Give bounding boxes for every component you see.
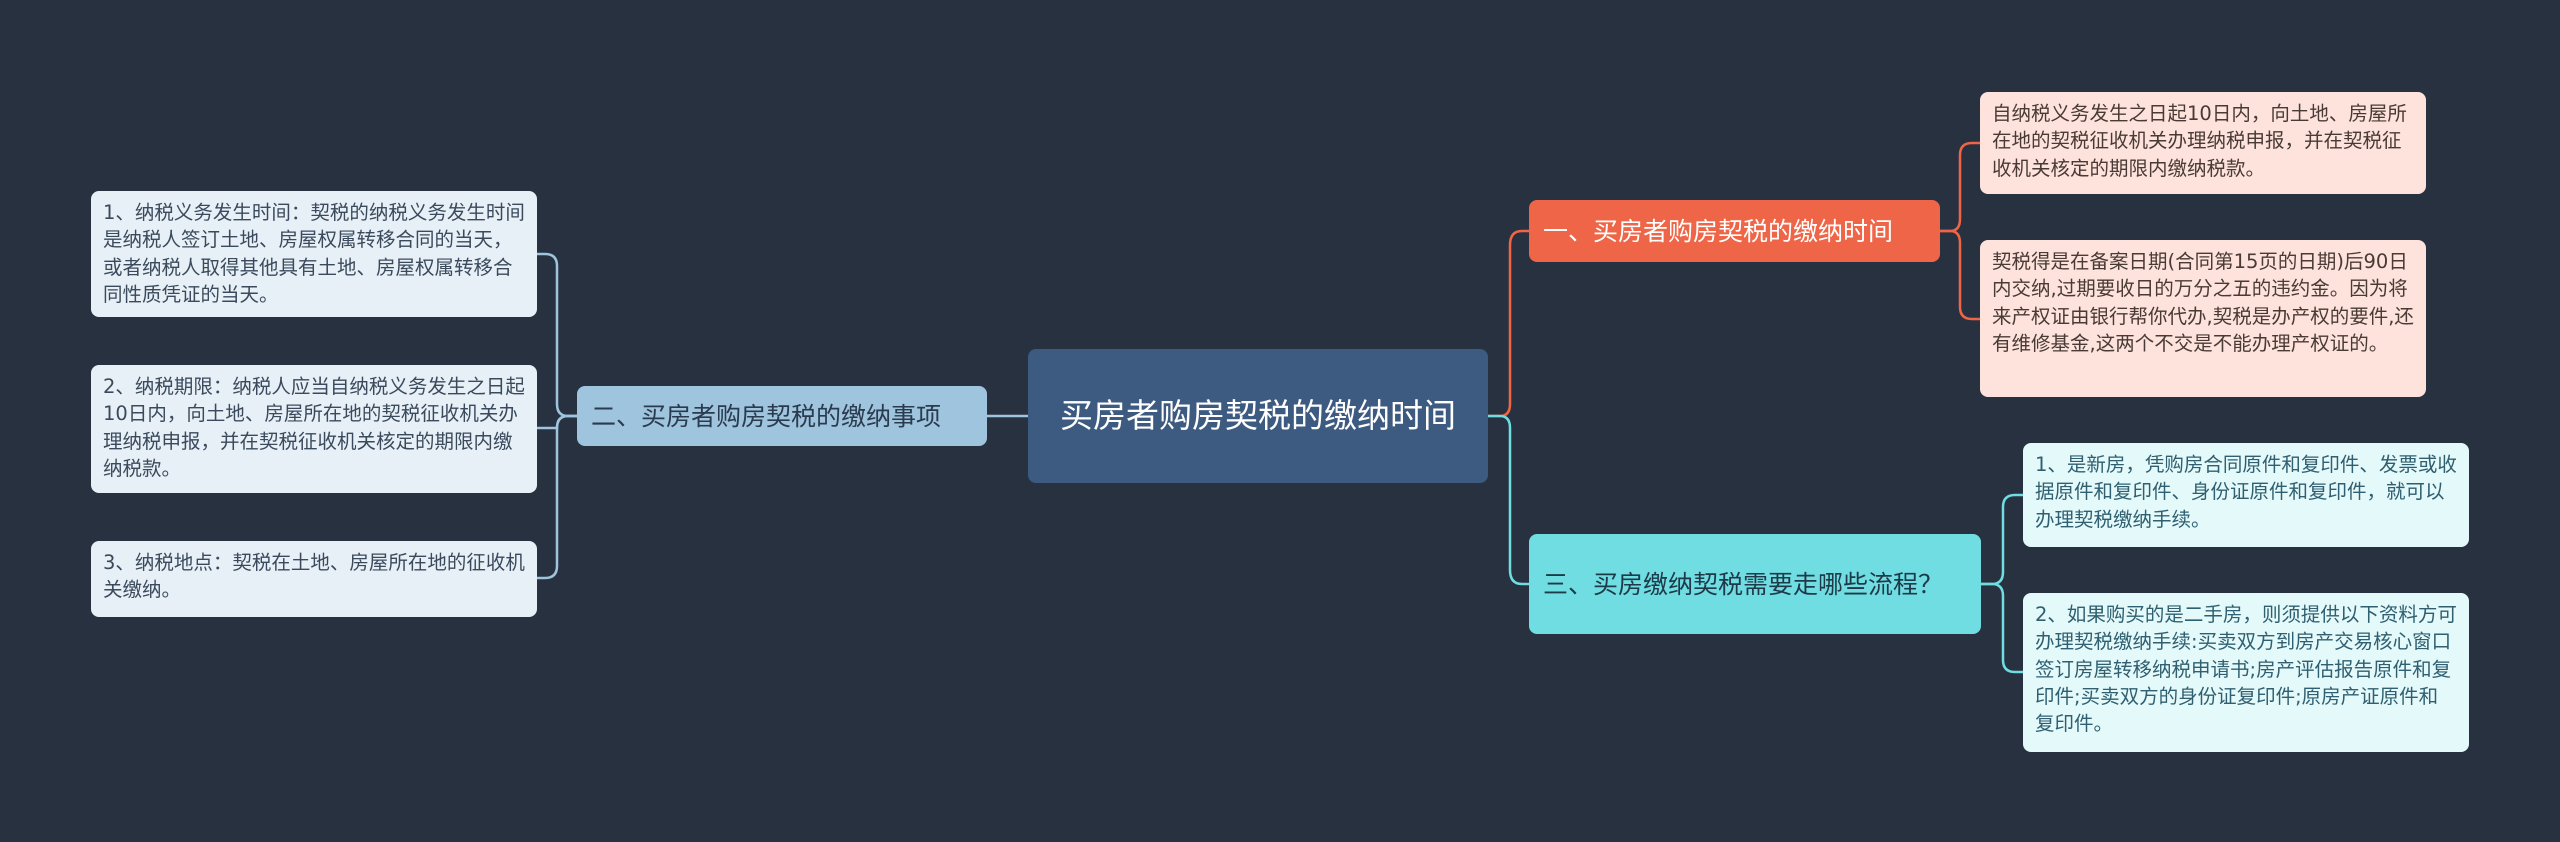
cyan-leaf-2[interactable]: 2、如果购买的是二手房，则须提供以下资料方可办理契税缴纳手续:买卖双方到房产交易… — [2023, 593, 2469, 752]
orange-leaf-2-text: 契税得是在备案日期(合同第15页的日期)后90日内交纳,过期要收日的万分之五的违… — [1992, 250, 2414, 355]
left-leaf-3-text: 3、纳税地点：契税在土地、房屋所在地的征收机关缴纳。 — [103, 551, 525, 602]
left-leaf-2-text: 2、纳税期限：纳税人应当自纳税义务发生之日起10日内，向土地、房屋所在地的契税征… — [103, 375, 525, 480]
cyan-leaf-1[interactable]: 1、是新房，凭购房合同原件和复印件、发票或收据原件和复印件、身份证原件和复印件，… — [2023, 443, 2469, 547]
left-leaf-3[interactable]: 3、纳税地点：契税在土地、房屋所在地的征收机关缴纳。 — [91, 541, 537, 617]
branch-right-bottom-label: 三、买房缴纳契税需要走哪些流程？ — [1543, 569, 1944, 599]
cyan-leaf-1-text: 1、是新房，凭购房合同原件和复印件、发票或收据原件和复印件、身份证原件和复印件，… — [2035, 453, 2457, 531]
link-root-right-bottom — [1488, 414, 1529, 586]
link-cyan-leaf-2 — [1981, 582, 2023, 674]
branch-right-top-label: 一、买房者购房契税的缴纳时间 — [1543, 216, 1894, 246]
orange-leaf-2[interactable]: 契税得是在备案日期(合同第15页的日期)后90日内交纳,过期要收日的万分之五的违… — [1980, 240, 2426, 397]
root-node[interactable]: 买房者购房契税的缴纳时间 — [1028, 349, 1488, 483]
branch-right-bottom[interactable]: 三、买房缴纳契税需要走哪些流程？ — [1529, 534, 1981, 634]
link-orange-leaf-2 — [1940, 229, 1980, 321]
link-cyan-leaf-1 — [1981, 493, 2023, 586]
left-leaf-2[interactable]: 2、纳税期限：纳税人应当自纳税义务发生之日起10日内，向土地、房屋所在地的契税征… — [91, 365, 537, 493]
left-leaf-1[interactable]: 1、纳税义务发生时间：契税的纳税义务发生时间是纳税人签订土地、房屋权属转移合同的… — [91, 191, 537, 317]
orange-leaf-1-text: 自纳税义务发生之日起10日内，向土地、房屋所在地的契税征收机关办理纳税申报，并在… — [1992, 102, 2407, 180]
link-left-leaf-1 — [537, 252, 577, 418]
cyan-leaf-2-text: 2、如果购买的是二手房，则须提供以下资料方可办理契税缴纳手续:买卖双方到房产交易… — [2035, 603, 2457, 736]
branch-left[interactable]: 二、买房者购房契税的缴纳事项 — [577, 386, 987, 446]
link-left-leaf-3 — [537, 414, 577, 580]
branch-left-label: 二、买房者购房契税的缴纳事项 — [591, 401, 942, 431]
root-title: 买房者购房契税的缴纳时间 — [1060, 395, 1456, 435]
orange-leaf-1[interactable]: 自纳税义务发生之日起10日内，向土地、房屋所在地的契税征收机关办理纳税申报，并在… — [1980, 92, 2426, 194]
link-orange-leaf-1 — [1940, 141, 1980, 233]
left-leaf-1-text: 1、纳税义务发生时间：契税的纳税义务发生时间是纳税人签订土地、房屋权属转移合同的… — [103, 201, 525, 306]
branch-right-top[interactable]: 一、买房者购房契税的缴纳时间 — [1529, 200, 1940, 262]
link-root-right-top — [1488, 229, 1529, 418]
